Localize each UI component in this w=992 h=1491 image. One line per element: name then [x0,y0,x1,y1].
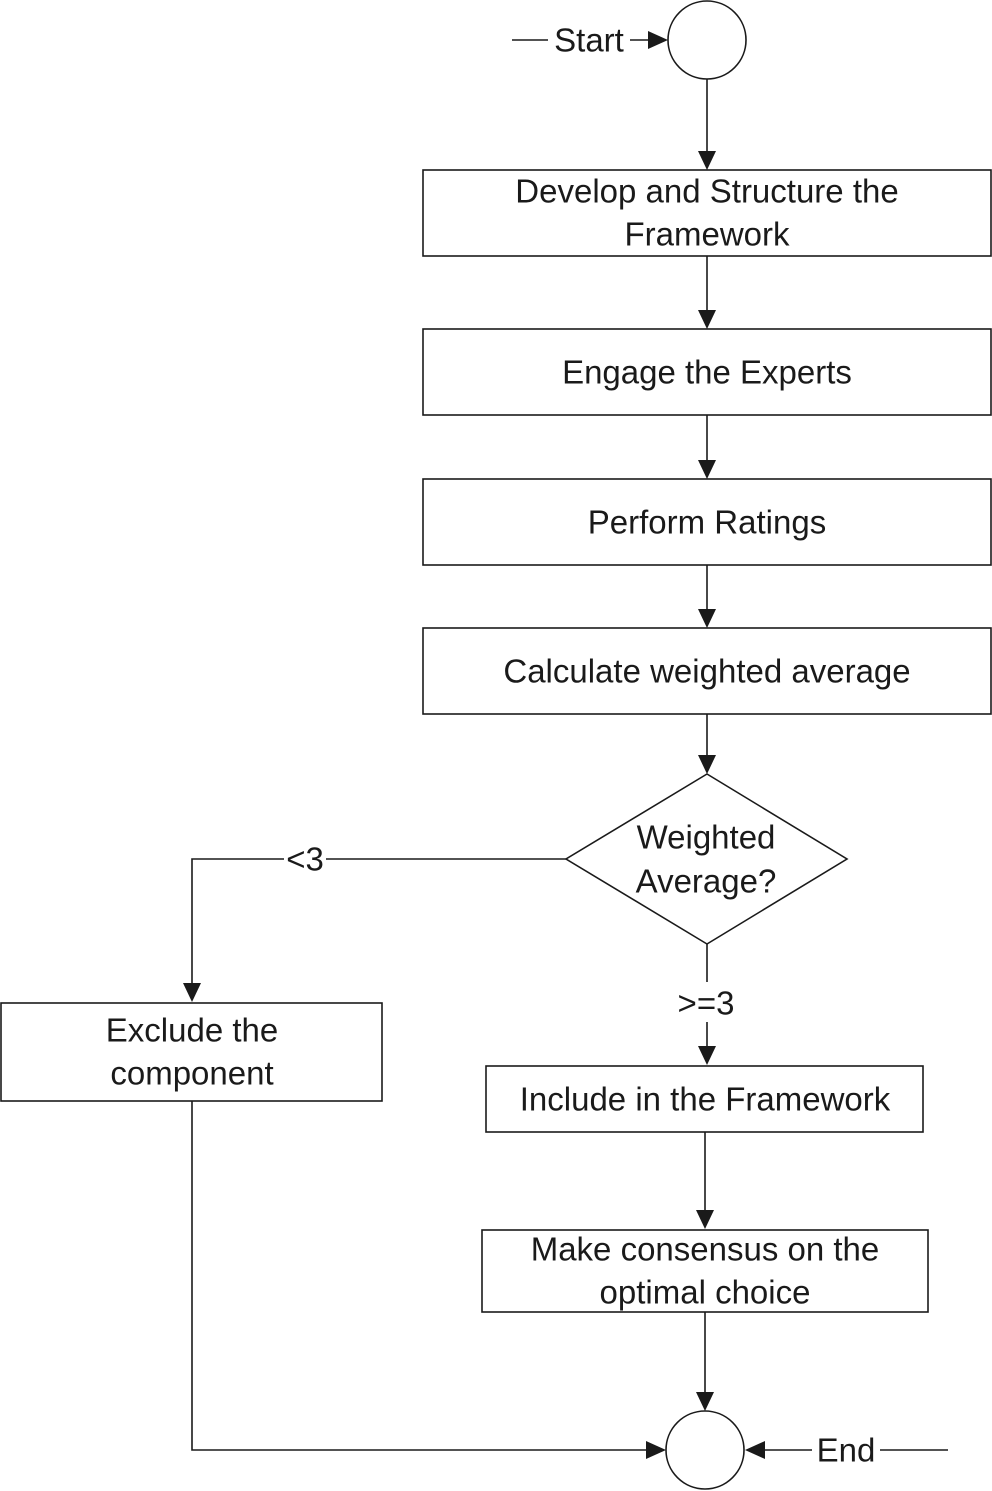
consensus-label-line2: optimal choice [600,1274,811,1311]
start-node [667,0,747,80]
arrowhead-develop [698,151,716,170]
decision-label-line2: Average? [636,863,777,900]
decision-label-line1: Weighted [637,819,776,856]
arrowhead-engage [698,310,716,329]
arrowhead-consensus [696,1210,714,1229]
decision-node [564,773,849,945]
include-step [485,1065,924,1133]
consensus-step [481,1229,929,1313]
start-label: Start [554,22,624,59]
end-node [665,1410,745,1490]
arrowhead-include [698,1046,716,1065]
engage-label: Engage the Experts [562,354,852,391]
perform-label: Perform Ratings [588,504,826,541]
start-arrowhead [648,31,668,49]
arrowhead-end-top [696,1392,714,1411]
develop-label-line2: Framework [624,216,790,253]
branch-high-label: >=3 [678,985,735,1022]
develop-step [422,169,992,257]
arrowhead-perform [698,460,716,479]
perform-step [422,478,992,566]
arrowhead-end-left [646,1441,666,1459]
edge-decision-to-exclude-2 [191,858,284,986]
develop-label-line1: Develop and Structure the [515,173,898,210]
calculate-step [422,627,992,715]
arrowhead-exclude [183,983,201,1002]
end-arrowhead [745,1441,765,1459]
arrowhead-decision [698,755,716,774]
include-label: Include in the Framework [520,1081,891,1118]
end-label: End [817,1432,876,1469]
calculate-label: Calculate weighted average [503,653,910,690]
exclude-label-line1: Exclude the [106,1012,278,1049]
edge-exclude-to-end [191,1101,650,1451]
engage-step [422,328,992,416]
arrowhead-calculate [698,609,716,628]
branch-low-label: <3 [286,841,324,878]
exclude-step [0,1002,383,1102]
consensus-label-line1: Make consensus on the [531,1231,880,1268]
exclude-label-line2: component [110,1055,273,1092]
